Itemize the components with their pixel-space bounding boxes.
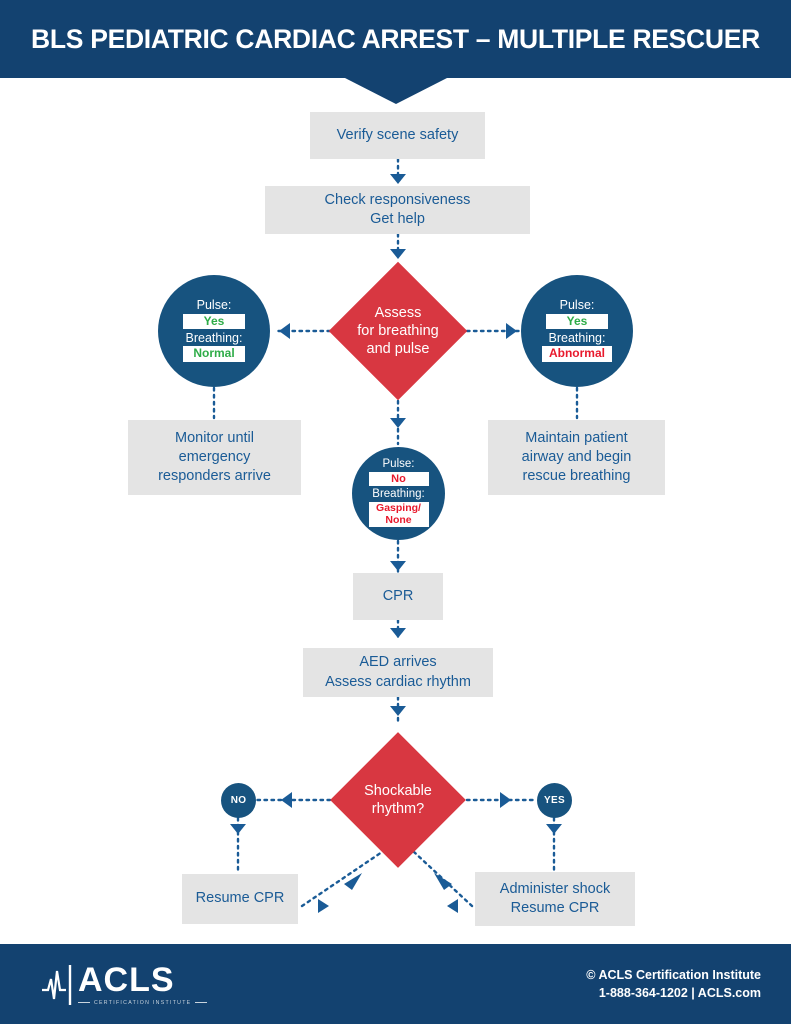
center-circle-pulse-label: Pulse: bbox=[382, 457, 415, 470]
page-title: BLS PEDIATRIC CARDIAC ARREST – MULTIPLE … bbox=[31, 23, 760, 54]
node-cpr[interactable]: CPR bbox=[353, 573, 443, 620]
node-monitor-until-responders[interactable]: Monitor until emergency responders arriv… bbox=[128, 420, 301, 495]
badge-no[interactable]: NO bbox=[221, 783, 256, 818]
left-circle-pulse-label: Pulse: bbox=[196, 298, 232, 313]
logo-rule-left bbox=[78, 1002, 90, 1003]
center-circle-breathing-value: Gasping/ None bbox=[368, 502, 429, 528]
node-aed-arrives[interactable]: AED arrives Assess cardiac rhythm bbox=[303, 648, 493, 697]
node-verify-scene-safety[interactable]: Verify scene safety bbox=[310, 112, 485, 159]
node-administer-shock[interactable]: Administer shock Resume CPR bbox=[475, 872, 635, 926]
logo-subtitle-row: CERTIFICATION INSTITUTE bbox=[78, 999, 208, 1006]
assess-diamond-label: Assess for breathing and pulse bbox=[357, 304, 439, 358]
left-circle-breathing-value: Normal bbox=[183, 346, 245, 362]
node-maintain-airway[interactable]: Maintain patient airway and begin rescue… bbox=[488, 420, 665, 495]
badge-yes[interactable]: YES bbox=[537, 783, 572, 818]
right-circle-breathing-label: Breathing: bbox=[548, 331, 606, 345]
header-notch-triangle bbox=[344, 78, 447, 104]
node-resume-cpr[interactable]: Resume CPR bbox=[182, 874, 298, 924]
node-assess-diamond[interactable]: Assess for breathing and pulse bbox=[328, 261, 468, 401]
footer-phone-website[interactable]: 1-888-364-1202 | ACLS.com bbox=[598, 986, 761, 1001]
center-circle-pulse-value: No bbox=[368, 471, 429, 486]
logo-rule-right bbox=[195, 1002, 208, 1003]
footer-contact-block: © ACLS Certification Institute 1-888-364… bbox=[586, 966, 761, 1002]
page-footer bbox=[0, 944, 791, 1024]
node-center-decision-circle[interactable]: Pulse: No Breathing: Gasping/ None bbox=[352, 447, 445, 540]
logo-text-block: ACLS CERTIFICATION INSTITUTE bbox=[78, 960, 208, 1006]
node-shockable-rhythm-diamond[interactable]: Shockable rhythm? bbox=[330, 732, 466, 868]
left-circle-pulse-value: Yes bbox=[183, 313, 245, 329]
ekg-waveform-icon bbox=[42, 965, 72, 1005]
center-circle-breathing-label: Breathing: bbox=[372, 488, 425, 500]
node-left-decision-circle[interactable]: Pulse: Yes Breathing: Normal bbox=[158, 275, 270, 387]
shockable-diamond-label: Shockable rhythm? bbox=[364, 782, 432, 817]
footer-copyright: © ACLS Certification Institute bbox=[586, 968, 761, 982]
acls-logo: ACLS CERTIFICATION INSTITUTE bbox=[40, 958, 208, 1010]
right-circle-pulse-label: Pulse: bbox=[559, 298, 595, 313]
node-check-responsiveness[interactable]: Check responsiveness Get help bbox=[265, 186, 530, 234]
page-header: BLS PEDIATRIC CARDIAC ARREST – MULTIPLE … bbox=[0, 0, 791, 78]
right-circle-pulse-value: Yes bbox=[546, 313, 608, 329]
node-right-decision-circle[interactable]: Pulse: Yes Breathing: Abnormal bbox=[521, 275, 633, 387]
logo-wordmark: ACLS bbox=[78, 960, 175, 999]
logo-subtitle: CERTIFICATION INSTITUTE bbox=[94, 999, 192, 1006]
right-circle-breathing-value: Abnormal bbox=[542, 346, 612, 362]
left-circle-breathing-label: Breathing: bbox=[185, 331, 243, 345]
